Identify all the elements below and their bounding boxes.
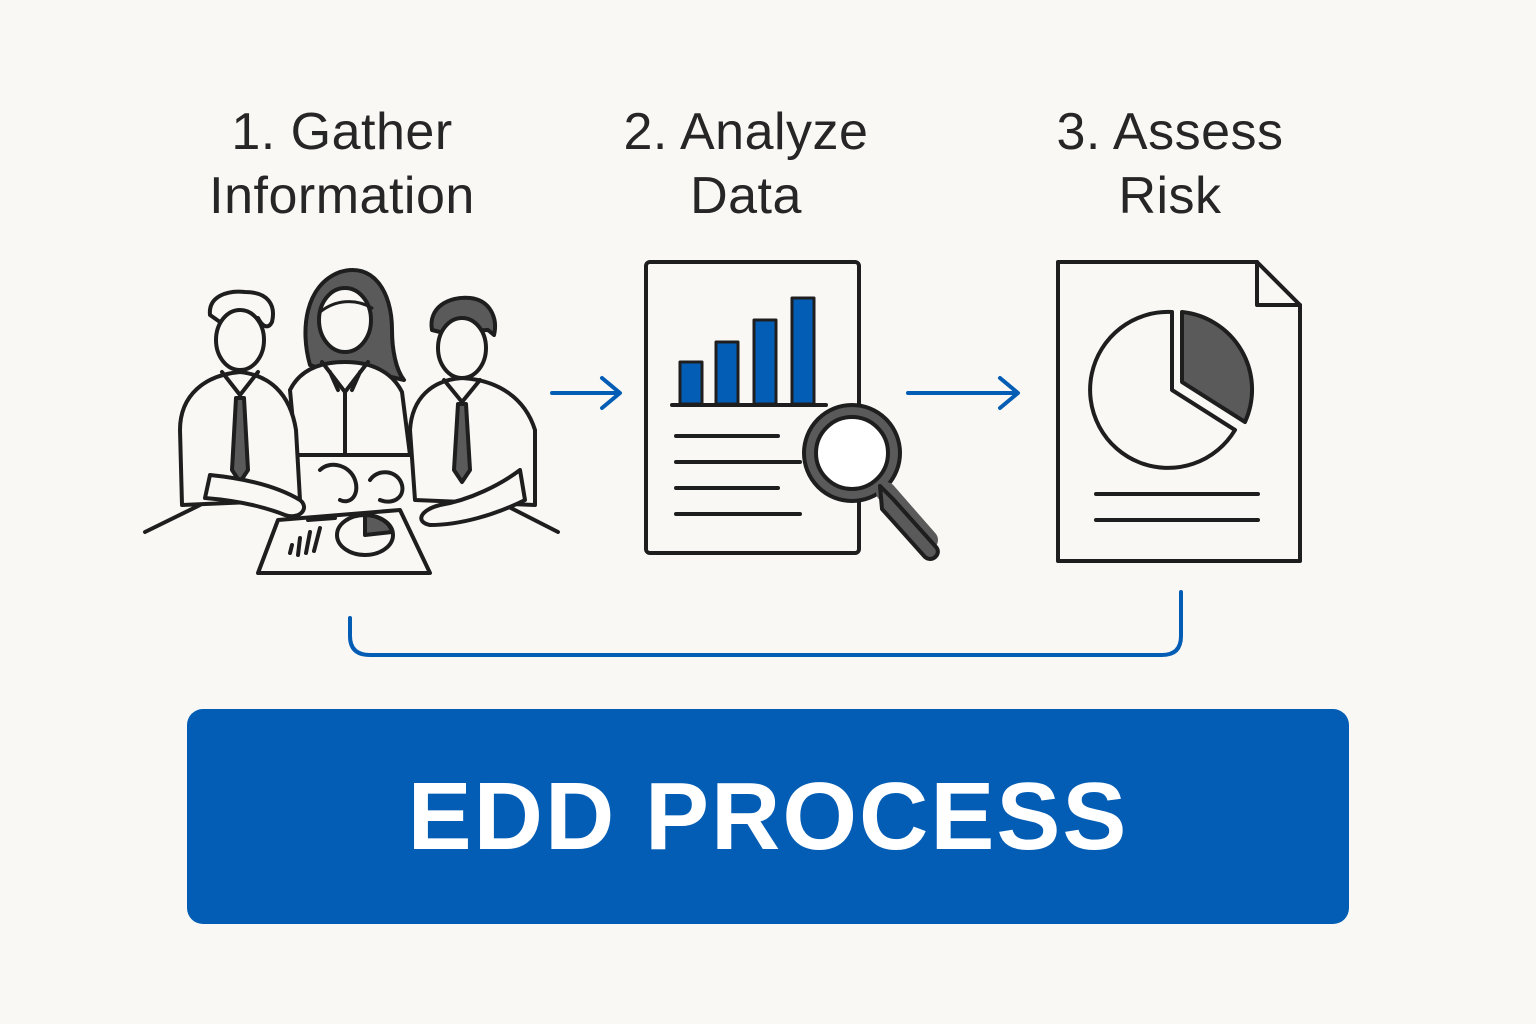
arrow-right-icon (906, 376, 1020, 410)
step-2-title-line1: 2. Analyze (623, 103, 869, 161)
report-magnifier-icon (644, 260, 940, 561)
banner-label: EDD PROCESS (407, 762, 1129, 870)
step-1-title: 1. Gather Information (152, 100, 532, 228)
step-1-title-line1: 1. Gather (231, 103, 453, 161)
edd-process-banner: EDD PROCESS (187, 709, 1349, 924)
pie-chart-document-icon (1056, 260, 1302, 563)
step-1-title-line2: Information (209, 167, 475, 225)
step-3-title-line2: Risk (1118, 167, 1222, 225)
step-3-title: 3. Assess Risk (980, 100, 1360, 228)
step-2-title-line2: Data (690, 167, 802, 225)
process-bracket-connector (348, 590, 1183, 657)
step-2-title: 2. Analyze Data (556, 100, 936, 228)
team-meeting-icon (143, 268, 560, 575)
arrow-right-icon (550, 376, 622, 410)
step-3-title-line1: 3. Assess (1056, 103, 1284, 161)
